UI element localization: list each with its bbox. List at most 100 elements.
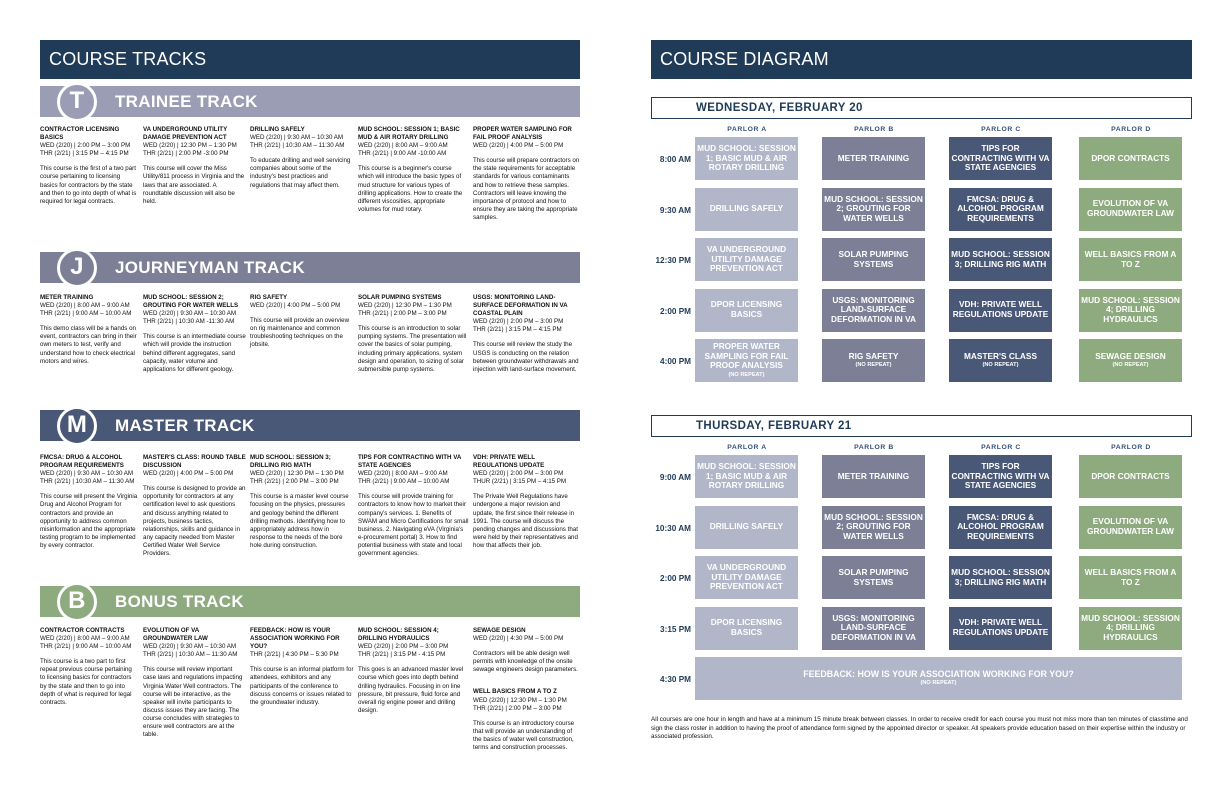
cell-course-name: METER TRAINING [837,152,910,163]
course-description: This course will review the study the US… [473,341,579,373]
course-title: MUD SCHOOL: SESSION 3; DRILLING RIG MATH [250,454,331,470]
schedule-cell: WELL BASICS FROM A TO Z [1079,238,1182,281]
course-description: To educate drilling and well servicing c… [250,157,351,189]
schedule-cell: MASTER'S CLASS(NO REPEAT) [949,339,1052,382]
course-description: This course is an introductory course th… [473,719,575,752]
track-letter-badge: T [57,82,97,122]
course-schedule: WED (2/20) | 8:00 AM – 9:00 AM [358,142,448,150]
parlor-header: PARLOR C [981,444,1021,451]
time-label: 4:00 PM [660,357,691,366]
course-schedule: THR (2/21) | 2:00 PM – 3:00 PM [250,478,339,486]
cell-course-name: TIPS FOR CONTRACTING WITH VA STATE AGENC… [951,461,1050,491]
course-schedule: WED (2/20) | 8:00 AM – 9:00 AM [40,635,130,643]
course-title: USGS: MONITORING LAND-SURFACE DEFORMATIO… [473,294,568,318]
cell-course-name: DRILLING SAFELY [709,203,784,214]
course-description: This course will prepare contractors on … [473,157,580,221]
cell-course-name: USGS: MONITORING LAND-SURFACE DEFORMATIO… [831,294,916,324]
course-title: MUD SCHOOL: SESSION 2; GROUTING FOR WATE… [143,294,239,310]
course-schedule: WED (2/20) | 8:00 AM – 9:00 AM [358,470,448,478]
cell-course-name: VA UNDERGROUND UTILITY DAMAGE PREVENTION… [706,562,787,592]
course-description: This goes is an advanced master level co… [358,666,464,714]
schedule-cell: USGS: MONITORING LAND-SURFACE DEFORMATIO… [822,606,925,650]
parlor-header: PARLOR D [1111,444,1151,451]
time-label: 9:30 AM [659,205,691,215]
day-header: WEDNESDAY, FEBRUARY 20 [651,97,1192,119]
schedule-cell: SOLAR PUMPING SYSTEMS [822,556,925,599]
course-schedule: THR (2/21) | 10:30 AM – 11:30 AM [250,142,345,150]
schedule-cell: FMCSA: DRUG & ALCOHOL PROGRAM REQUIREMEN… [949,187,1052,231]
course-schedule: THR (2/21) | 3:15 PM – 4:15 PM [40,150,129,158]
cell-course-name: FEEDBACK: HOW IS YOUR ASSOCIATION WORKIN… [803,668,1074,679]
schedule-cell: VDH: PRIVATE WELL REGULATIONS UPDATE [949,288,1052,332]
course-schedule: THR (2/21) | 2:00 PM – 3:00 PM [358,310,447,318]
parlor-header: PARLOR D [1111,126,1151,133]
schedule-cell: METER TRAINING [822,455,925,498]
cell-course-name: USGS: MONITORING LAND-SURFACE DEFORMATIO… [831,612,916,642]
course-title: CONTRACTOR CONTRACTS [40,627,125,634]
course-title: PROPER WATER SAMPLING FOR FAIL PROOF ANA… [473,126,572,142]
course-schedule: WED (2/20) | 4:00 PM – 5:00 PM [473,142,564,150]
schedule-cell: DRILLING SAFELY [695,187,798,231]
cell-course-name: DPOR LICENSING BASICS [710,617,783,637]
course-entry: PROPER WATER SAMPLING FOR FAIL PROOF ANA… [473,126,580,222]
cell-course-name: METER TRAINING [837,470,910,481]
course-description: This course is an intermediate course wh… [143,333,246,373]
course-title: MASTER'S CLASS: ROUND TABLE DISCUSSION [143,454,246,470]
course-title: MUD SCHOOL: SESSION 1; BASIC MUD & AIR R… [358,126,460,142]
footnote: All courses are one hour in length and h… [651,716,1188,741]
course-schedule: WED (2/20) | 9:30 AM – 10:30 AM [143,310,237,318]
course-schedule: WED (2/20) | 8:00 AM – 9:00 AM [40,302,130,310]
course-description: This course is the first of a two part c… [40,165,137,205]
cell-course-name: FMCSA: DRUG & ALCOHOL PROGRAM REQUIREMEN… [957,511,1044,541]
course-schedule: WED (2/20) | 2:00 PM – 3:00 PM [473,470,564,478]
course-schedule: WED (2/20) | 4:30 PM – 5:00 PM [473,635,564,643]
course-description: This demo class will be a hands on event… [40,325,137,365]
schedule-cell: EVOLUTION OF VA GROUNDWATER LAW [1079,187,1182,231]
time-label: 12:30 PM [655,256,692,265]
cell-course-name: DPOR CONTRACTS [1091,152,1170,163]
course-tracks-title: COURSE TRACKS [40,40,580,79]
course-description: This course is a two part to first repea… [40,658,132,706]
time-label: 10:30 AM [655,523,691,533]
schedule-cell: MUD SCHOOL: SESSION 2; GROUTING FOR WATE… [822,187,925,231]
time-label: 2:00 PM [660,574,691,583]
schedule-cell: USGS: MONITORING LAND-SURFACE DEFORMATIO… [822,288,925,332]
course-schedule: THR (2/21) | 9:00 AM – 10:00 AM [358,478,450,486]
cell-course-name: FMCSA: DRUG & ALCOHOL PROGRAM REQUIREMEN… [957,193,1044,223]
parlor-header: PARLOR C [981,126,1021,133]
day-header: THURSDAY, FEBRUARY 21 [651,415,1192,437]
course-description: This course is a beginner's course which… [358,165,463,213]
schedule-cell-full: FEEDBACK: HOW IS YOUR ASSOCIATION WORKIN… [695,657,1182,700]
track-title: JOURNEYMAN TRACK [115,258,305,277]
parlor-header: PARLOR B [854,444,894,451]
course-title: VDH: PRIVATE WELL REGULATIONS UPDATE [473,454,545,470]
cell-course-name: WELL BASICS FROM A TO Z [1084,248,1177,269]
cell-course-name: DPOR LICENSING BASICS [710,299,783,319]
course-title: METER TRAINING [40,294,94,301]
no-repeat-note: (NO REPEAT) [1112,362,1149,369]
schedule-cell: DPOR CONTRACTS [1079,137,1182,180]
schedule-cell: EVOLUTION OF VA GROUNDWATER LAW [1079,505,1182,549]
course-title: VA UNDERGROUND UTILITY DAMAGE PREVENTION… [143,126,228,142]
course-description: This course will present the Virginia Dr… [40,493,138,549]
schedule-cell: TIPS FOR CONTRACTING WITH VA STATE AGENC… [949,137,1052,180]
cell-course-name: MASTER'S CLASS [964,350,1037,361]
no-repeat-note: (NO REPEAT) [728,371,765,378]
course-schedule: THR (2/21) | 3:15 PM - 4:15 PM [358,651,446,659]
cell-course-name: VA UNDERGROUND UTILITY DAMAGE PREVENTION… [706,244,787,274]
course-title: FEEDBACK: HOW IS YOUR ASSOCIATION WORKIN… [250,627,340,651]
cell-course-name: VDH: PRIVATE WELL REGULATIONS UPDATE [952,299,1049,319]
course-title: FMCSA: DRUG & ALCOHOL PROGRAM REQUIREMEN… [40,454,124,470]
no-repeat-note: (NO REPEAT) [920,680,957,687]
schedule-cell: MUD SCHOOL: SESSION 1; BASIC MUD & AIR R… [695,137,798,180]
course-schedule: THR (2/21) | 9:00 AM – 10:00 AM [40,310,132,318]
